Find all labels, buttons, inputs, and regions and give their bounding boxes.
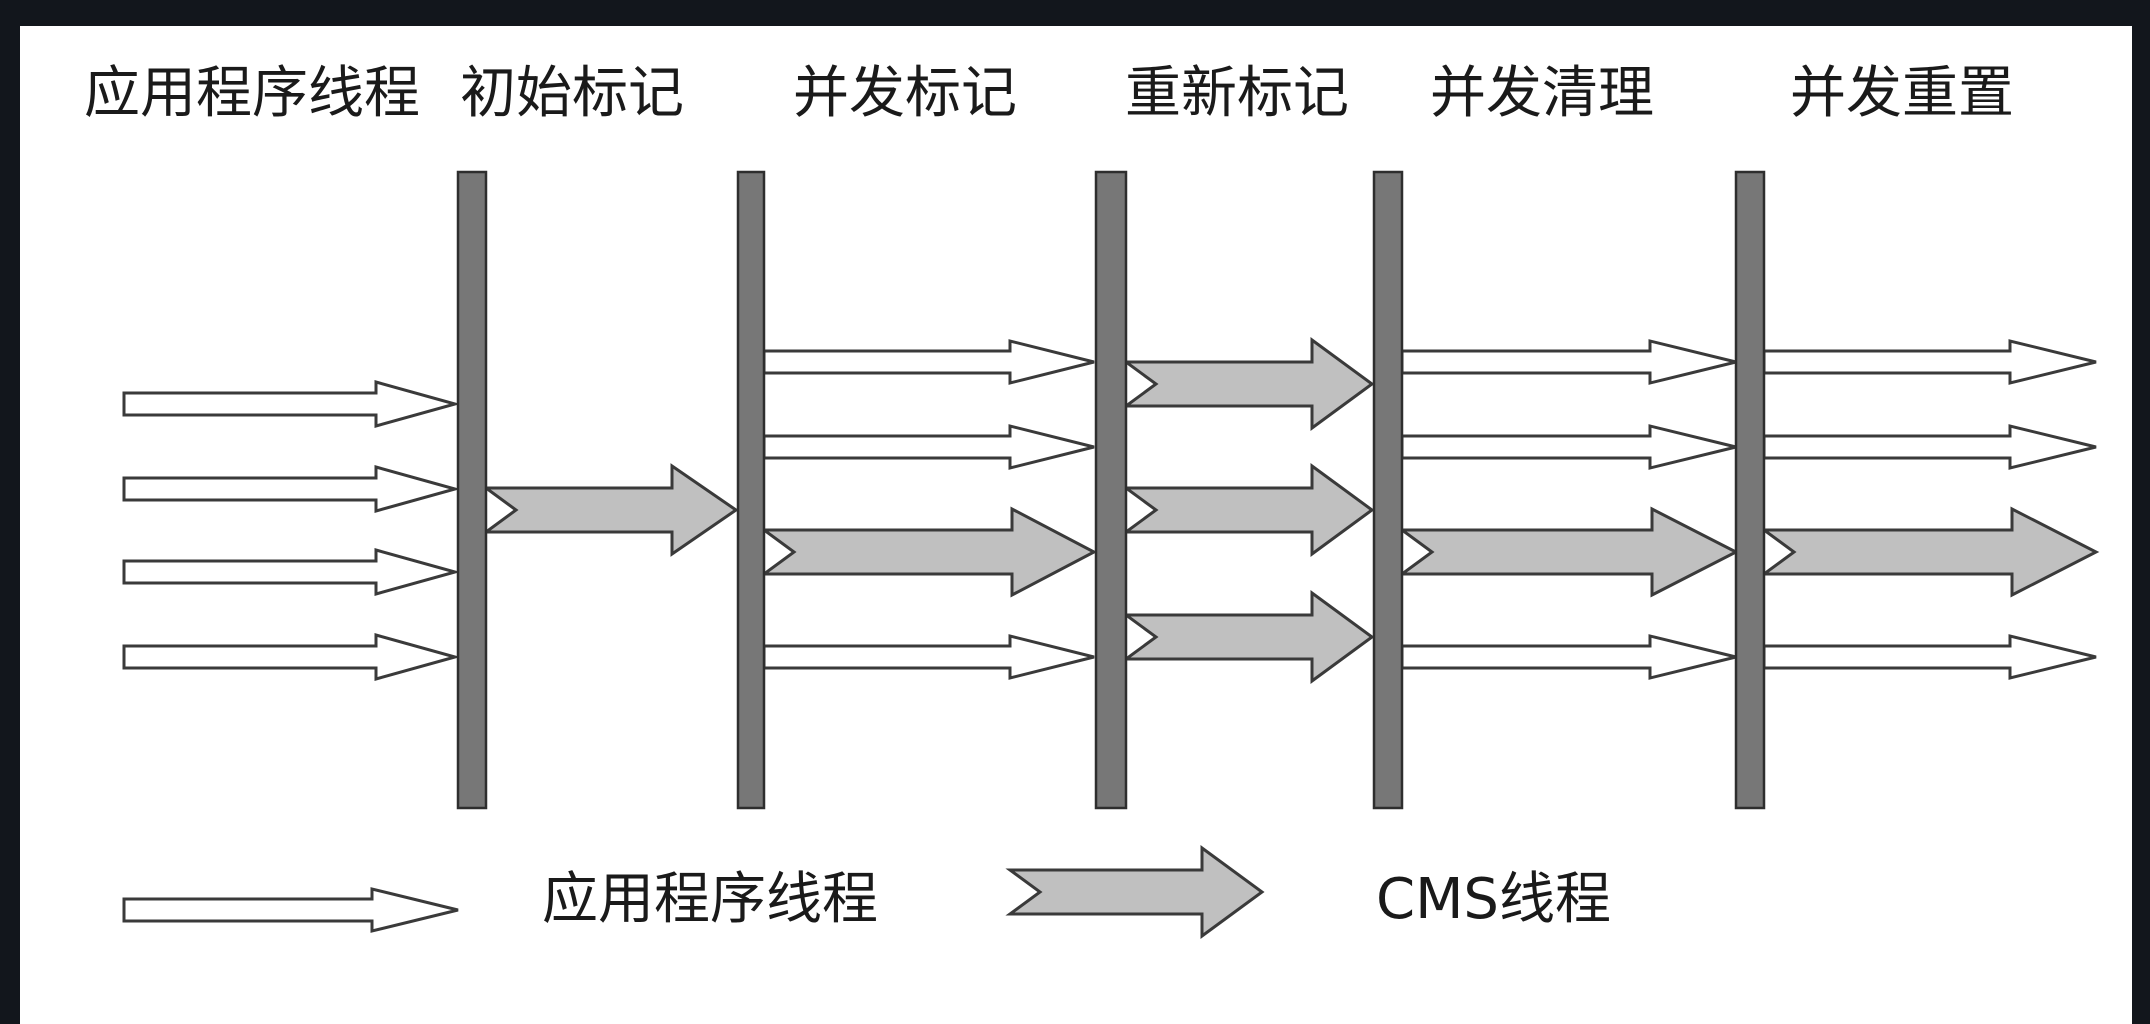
- phase-labels: 应用程序线程 初始标记 并发标记 重新标记 并发清理 并发重置: [84, 61, 2014, 126]
- safepoint-barrier: [736, 170, 766, 810]
- phase-5-concurrent-reset: [1759, 339, 2100, 680]
- barriers: [456, 170, 1766, 810]
- cms-thread-arrow: [1121, 463, 1375, 557]
- phase-4-concurrent-sweep: [1397, 339, 1740, 680]
- legend: 应用程序线程 CMS线程: [122, 845, 1611, 939]
- safepoint-barrier: [1734, 170, 1766, 810]
- cms-thread-arrow: [1397, 506, 1740, 598]
- phase-1-initial-mark: [481, 463, 739, 557]
- phase-label-remark: 重新标记: [1125, 61, 1349, 126]
- phase-2-concurrent-mark: [759, 339, 1098, 680]
- phase-label-app-thread: 应用程序线程: [84, 61, 420, 126]
- phase-label-concurrent-mark: 并发标记: [793, 61, 1017, 126]
- cms-thread-arrow: [1121, 337, 1375, 431]
- safepoint-barrier: [1372, 170, 1404, 810]
- diagram-panel: [20, 26, 2132, 1024]
- app-thread-arrow: [762, 634, 1095, 680]
- app-thread-arrow: [762, 424, 1095, 470]
- app-thread-arrow: [122, 633, 461, 681]
- cms-thread-arrow: [481, 463, 739, 557]
- legend-app-thread-label: 应用程序线程: [542, 867, 878, 932]
- app-thread-arrow: [1762, 424, 2097, 470]
- safepoint-barrier: [1094, 170, 1128, 810]
- phase-label-initial-mark: 初始标记: [460, 61, 684, 126]
- cms-thread-arrow: [759, 506, 1098, 598]
- app-thread-arrow: [1400, 424, 1737, 470]
- app-thread-arrow: [1400, 339, 1737, 385]
- app-thread-arrow: [122, 465, 461, 513]
- phase-3-remark: [1121, 337, 1375, 684]
- phase-label-concurrent-sweep: 并发清理: [1430, 61, 1654, 126]
- app-thread-arrow: [1762, 634, 2097, 680]
- app-thread-arrow: [122, 380, 461, 428]
- app-thread-arrow: [1762, 339, 2097, 385]
- cms-thread-arrow: [1121, 590, 1375, 684]
- app-thread-arrow: [762, 339, 1095, 385]
- safepoint-barrier: [456, 170, 488, 810]
- cms-thread-arrow: [1759, 506, 2100, 598]
- app-thread-arrow: [122, 548, 461, 596]
- phase-0-app-threads: [122, 380, 461, 681]
- phase-label-concurrent-reset: 并发重置: [1790, 61, 2014, 126]
- legend-cms-thread-label: CMS线程: [1376, 867, 1611, 932]
- legend-app-thread-arrow: [122, 887, 459, 933]
- legend-cms-thread-arrow: [1005, 845, 1265, 939]
- app-thread-arrow: [1400, 634, 1737, 680]
